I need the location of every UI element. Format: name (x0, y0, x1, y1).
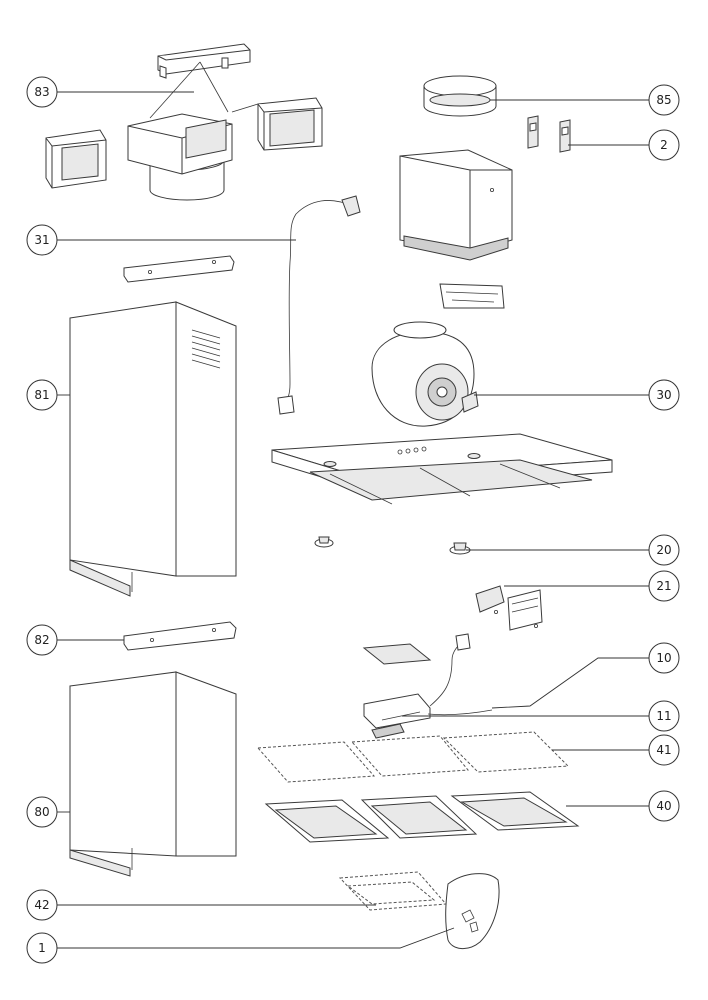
callout-31-label: 31 (34, 233, 49, 247)
part-42-dashed-tray (338, 871, 448, 911)
part-41-charcoal-filters (256, 731, 570, 783)
callout-80-label: 80 (34, 805, 49, 819)
callout-20-label: 20 (656, 543, 671, 557)
part-10-electronics-box (362, 633, 493, 729)
callout-30: 30 (648, 379, 680, 411)
part-31-power-cord (277, 195, 361, 415)
callout-81-label: 81 (34, 388, 49, 402)
part-82-bracket (123, 621, 237, 651)
callout-85-label: 85 (656, 93, 671, 107)
callout-21: 21 (648, 570, 680, 602)
callout-21-label: 21 (656, 579, 671, 593)
callout-41: 41 (648, 734, 680, 766)
part-40-grease-filters (264, 791, 580, 843)
callout-40-label: 40 (656, 799, 671, 813)
part-30-blower-motor (371, 321, 479, 427)
callout-42: 42 (26, 889, 58, 921)
callout-81: 81 (26, 379, 58, 411)
mounting-bracket (439, 283, 505, 309)
part-81-upper-chimney (69, 255, 237, 597)
callout-40: 40 (648, 790, 680, 822)
part-11-connector (371, 723, 405, 739)
callout-1: 1 (26, 932, 58, 964)
callout-83-label: 83 (34, 85, 49, 99)
part-1-screw-bag (445, 873, 500, 949)
part-85-round-collar (423, 75, 497, 117)
callout-31: 31 (26, 224, 58, 256)
callout-11: 11 (648, 700, 680, 732)
callout-42-label: 42 (34, 898, 49, 912)
leader-lines (56, 91, 650, 949)
callout-82: 82 (26, 624, 58, 656)
motor-housing (399, 149, 513, 261)
callout-10-label: 10 (656, 651, 671, 665)
callout-85: 85 (648, 84, 680, 116)
callout-2: 2 (648, 129, 680, 161)
part-83-duct-kit (45, 43, 323, 201)
callout-82-label: 82 (34, 633, 49, 647)
part-2-clips (527, 115, 571, 153)
part-21-control-module (475, 585, 543, 631)
hood-canopy (271, 433, 613, 505)
callout-83: 83 (26, 76, 58, 108)
callout-1-label: 1 (38, 941, 46, 955)
callout-10: 10 (648, 642, 680, 674)
callout-20: 20 (648, 534, 680, 566)
callout-11-label: 11 (656, 709, 671, 723)
callout-30-label: 30 (656, 388, 671, 402)
part-20-lamps (314, 536, 471, 555)
callout-80: 80 (26, 796, 58, 828)
callout-2-label: 2 (660, 138, 668, 152)
callout-41-label: 41 (656, 743, 671, 757)
part-80-lower-chimney (69, 671, 237, 877)
